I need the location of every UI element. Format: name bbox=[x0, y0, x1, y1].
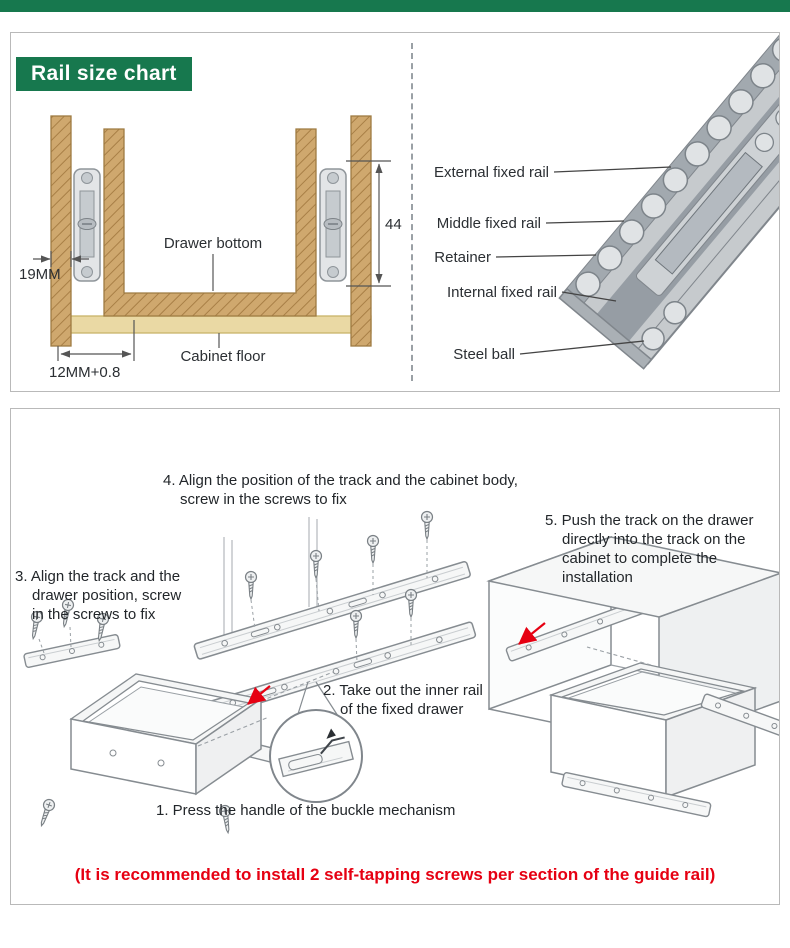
dim-12mm-label: 12MM+0.8 bbox=[49, 364, 120, 381]
red-arrows bbox=[247, 622, 546, 705]
pull-direction-arrow-icon bbox=[247, 685, 271, 705]
dim-44: 44 bbox=[346, 160, 402, 287]
screw-icon bbox=[244, 570, 258, 600]
drawer-left bbox=[69, 671, 334, 796]
drawer-profile bbox=[103, 128, 317, 317]
step-line: 1. Press the handle of the buckle mechan… bbox=[156, 802, 456, 819]
cabinet-rail-upper bbox=[193, 561, 471, 660]
part-label-middle-fixed-rail: Middle fixed rail bbox=[437, 215, 541, 232]
step-1-text: 1. Press the handle of the buckle mechan… bbox=[156, 801, 455, 820]
cross-section-diagram: 19MM 44 12MM+0.8 Drawer bottom bbox=[19, 115, 402, 381]
slide-right bbox=[319, 168, 347, 282]
push-direction-arrow-icon bbox=[518, 622, 546, 645]
step-line: in the screws to fix bbox=[32, 606, 156, 623]
drawer-bottom-label: Drawer bottom bbox=[164, 235, 262, 291]
step-line: drawer position, screw bbox=[32, 587, 182, 604]
step-line: 3. Align the track and the bbox=[15, 568, 181, 585]
drawer-right bbox=[548, 646, 779, 818]
rail-size-chart-panel: Rail size chart bbox=[10, 32, 780, 392]
part-label-retainer: Retainer bbox=[434, 249, 491, 266]
step-line: 4. Align the position of the track and t… bbox=[163, 472, 518, 489]
installation-panel: 4. Align the position of the track and t… bbox=[10, 408, 780, 905]
steel-balls-bottom bbox=[641, 300, 687, 351]
screw-icon bbox=[420, 510, 434, 540]
part-label-external-fixed-rail: External fixed rail bbox=[434, 164, 549, 181]
dim-19mm: 19MM bbox=[19, 251, 89, 283]
screw-icon bbox=[366, 534, 380, 564]
step-4-text: 4. Align the position of the track and t… bbox=[163, 471, 518, 509]
screw-icon bbox=[35, 797, 57, 829]
step-line: screw in the screws to fix bbox=[180, 491, 347, 508]
svg-text:Cabinet floor: Cabinet floor bbox=[180, 348, 265, 365]
cabinet-floor bbox=[55, 315, 372, 334]
buckle-detail bbox=[278, 728, 354, 778]
step-5-text: 5. Push the track on the drawer directly… bbox=[545, 511, 753, 587]
drawer-rail-small bbox=[23, 634, 121, 668]
step-2-text: 2. Take out the inner rail of the fixed … bbox=[323, 681, 483, 719]
step-line: of the fixed drawer bbox=[340, 701, 464, 718]
top-green-bar bbox=[0, 0, 790, 12]
step-line: directly into the track on the bbox=[562, 531, 746, 548]
cabinet-floor-label: Cabinet floor bbox=[180, 333, 266, 365]
screw-icon bbox=[349, 609, 363, 639]
dim-44-label: 44 bbox=[385, 216, 402, 233]
step-line: 2. Take out the inner rail bbox=[323, 682, 483, 699]
screw-icon bbox=[404, 588, 418, 618]
step-line: installation bbox=[562, 569, 633, 586]
rail-parts-diagram: External fixed rail Middle fixed rail Re… bbox=[434, 33, 779, 370]
magnifier bbox=[269, 681, 363, 803]
press-arrow-icon bbox=[326, 728, 336, 739]
installation-diagram bbox=[23, 510, 779, 835]
screw-icon bbox=[309, 549, 323, 579]
cabinet-posts bbox=[223, 517, 318, 644]
part-label-internal-fixed-rail: Internal fixed rail bbox=[447, 284, 557, 301]
dim-19mm-label: 19MM bbox=[19, 266, 61, 283]
retainer-part bbox=[654, 151, 763, 275]
screws bbox=[27, 510, 434, 835]
cabinet-walls bbox=[50, 115, 372, 347]
leader-lines bbox=[495, 166, 672, 355]
rail-3d bbox=[558, 33, 779, 370]
steel-balls-top bbox=[575, 36, 779, 297]
rail-size-chart-title: Rail size chart bbox=[16, 57, 192, 91]
step-line: cabinet to complete the bbox=[562, 550, 718, 567]
svg-text:Drawer bottom: Drawer bottom bbox=[164, 235, 262, 252]
dashed-divider bbox=[411, 43, 413, 381]
steel-balls-middle bbox=[754, 108, 779, 153]
slide-left bbox=[73, 168, 101, 282]
dim-12mm: 12MM+0.8 bbox=[49, 320, 135, 381]
far-right-rail bbox=[700, 693, 779, 738]
step-line: 5. Push the track on the drawer bbox=[545, 512, 754, 529]
recommendation-note: (It is recommended to install 2 self-tap… bbox=[74, 865, 716, 884]
drawer-mounted-rail bbox=[561, 772, 712, 818]
part-label-steel-ball: Steel ball bbox=[453, 346, 515, 363]
step-3-text: 3. Align the track and the drawer positi… bbox=[15, 567, 181, 624]
